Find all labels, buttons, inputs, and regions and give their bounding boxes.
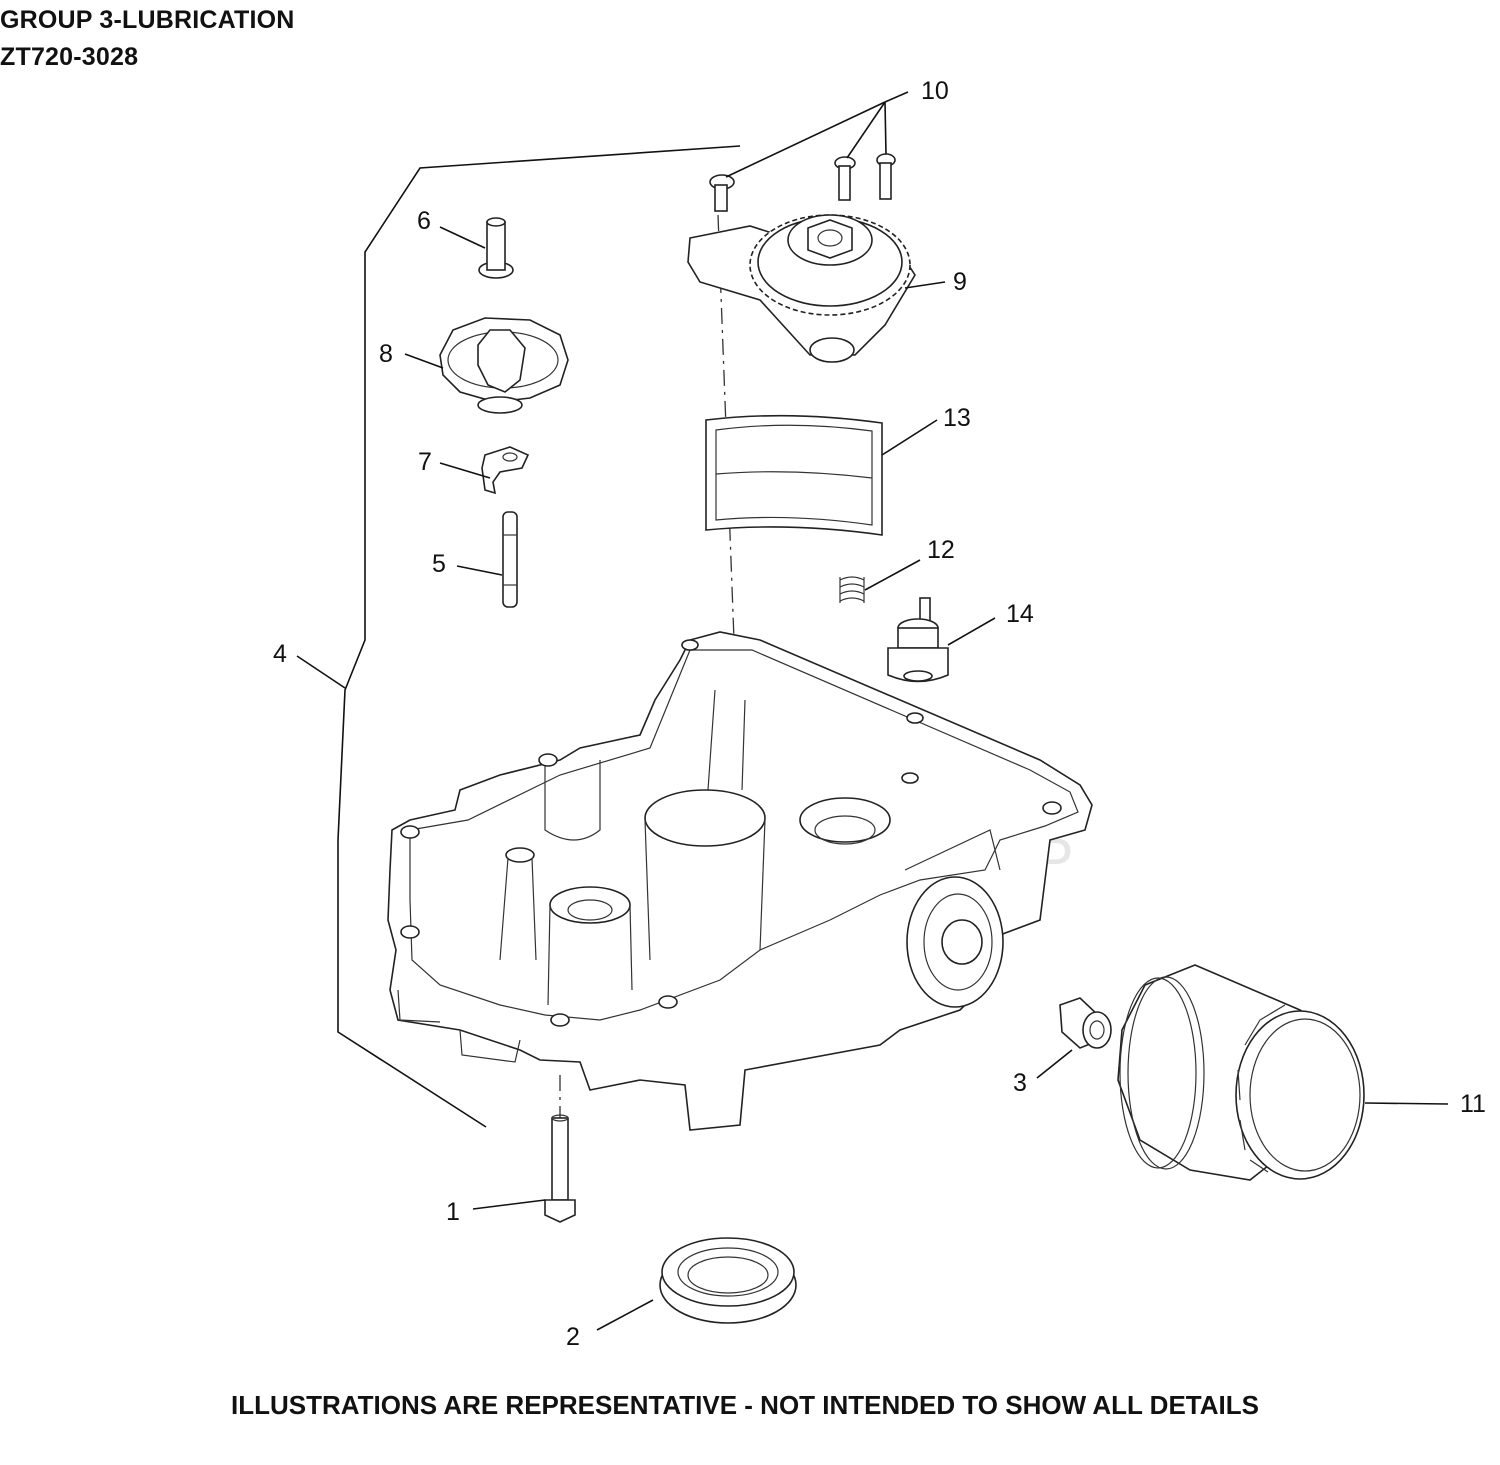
callout-12: 12 [927, 536, 955, 564]
group-outline [337, 145, 741, 1128]
callout-1: 1 [446, 1198, 460, 1226]
callout-13: 13 [943, 404, 971, 432]
callout-2: 2 [566, 1323, 580, 1351]
part-6-pin [478, 217, 514, 279]
part-14-pressure-switch [887, 597, 949, 683]
part-13-screen [705, 414, 883, 536]
model-number: ZT720-3028 [0, 43, 139, 71]
part-5-shaft [502, 511, 518, 608]
disclaimer-note: ILLUSTRATIONS ARE REPRESENTATIVE - NOT I… [231, 1390, 1259, 1420]
leader-lines [296, 91, 1449, 1331]
callout-10: 10 [921, 77, 949, 105]
diagram-title: GROUP 3-LUBRICATION [0, 6, 295, 34]
callout-4: 4 [273, 640, 287, 668]
callout-5: 5 [432, 550, 446, 578]
callout-3: 3 [1013, 1069, 1027, 1097]
part-3-nipple [1059, 997, 1112, 1049]
part-10-screws [709, 153, 896, 212]
callout-6: 6 [417, 207, 431, 235]
callout-9: 9 [953, 268, 967, 296]
callout-7: 7 [418, 448, 432, 476]
part-1-bolt [544, 1114, 576, 1223]
part-7-bracket [481, 446, 530, 495]
callout-14: 14 [1006, 600, 1034, 628]
part-9-oil-pump-assembly [687, 214, 916, 363]
part-12-spring [839, 576, 865, 603]
callout-8: 8 [379, 340, 393, 368]
part-4-oil-pan [387, 631, 1093, 1131]
callout-11: 11 [1460, 1090, 1486, 1118]
part-2-seal [659, 1237, 797, 1324]
part-11-oil-filter [1117, 964, 1365, 1181]
part-8-gear [439, 317, 569, 414]
